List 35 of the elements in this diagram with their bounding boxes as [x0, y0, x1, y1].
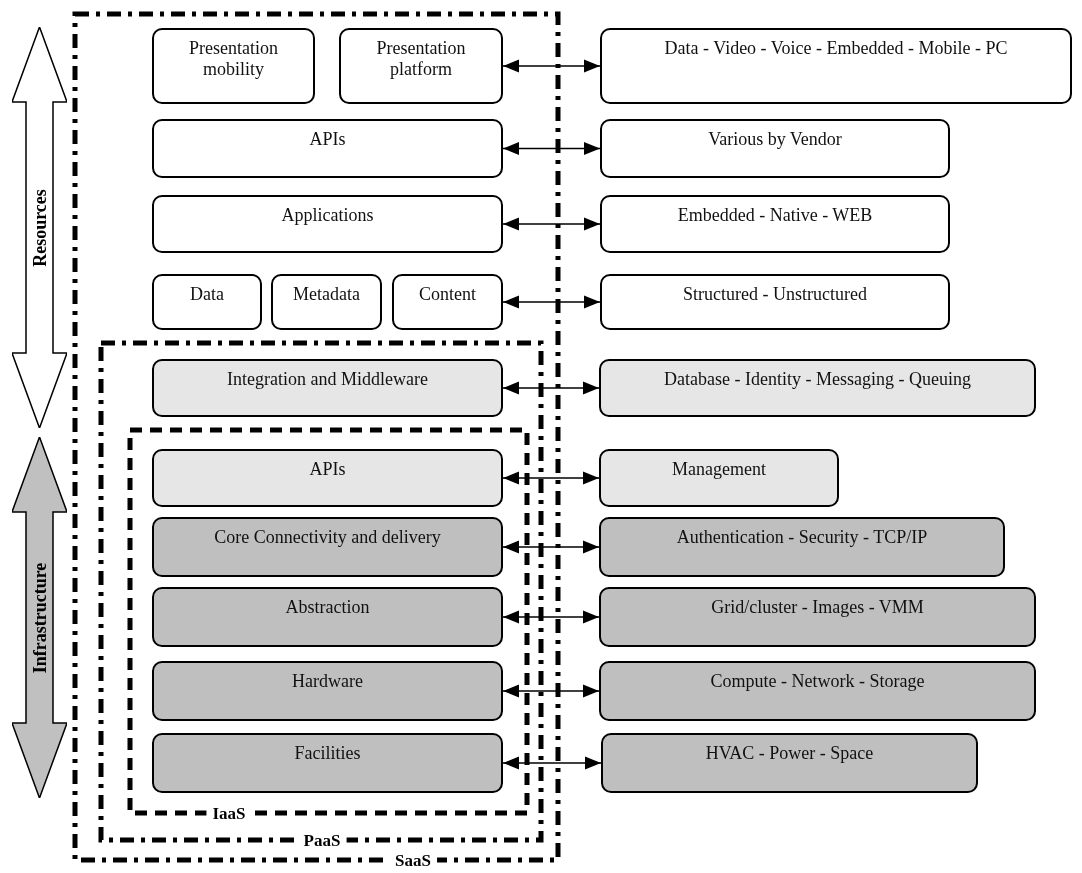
layer-box: Content [392, 274, 503, 330]
layer-box: Data - Video - Voice - Embedded - Mobile - PC [600, 28, 1072, 104]
double-arrow-connector [502, 381, 600, 395]
double-arrow-connector [502, 756, 602, 770]
layer-box: Embedded - Native - WEB [600, 195, 950, 253]
layer-box: Facilities [152, 733, 503, 793]
layer-box: Abstraction [152, 587, 503, 647]
layer-box: Management [599, 449, 839, 507]
layer-box: Integration and Middleware [152, 359, 503, 417]
layer-box: Metadata [271, 274, 382, 330]
double-arrow-connector [502, 540, 600, 554]
double-arrow-connector [502, 295, 601, 309]
layer-box: Presentation mobility [152, 28, 315, 104]
layer-box: Authentication - Security - TCP/IP [599, 517, 1005, 577]
layer-box: Core Connectivity and delivery [152, 517, 503, 577]
layer-box: Data [152, 274, 262, 330]
axis-label: Infrastructure [30, 562, 49, 673]
layer-box: APIs [152, 119, 503, 178]
axis-label: Resources [30, 188, 49, 267]
double-arrow-connector [502, 684, 600, 698]
double-arrow-connector [502, 217, 601, 231]
layer-box: Various by Vendor [600, 119, 950, 178]
double-arrow-connector [502, 471, 600, 485]
layer-box: Database - Identity - Messaging - Queuing [599, 359, 1036, 417]
layer-box: Structured - Unstructured [600, 274, 950, 330]
layer-box: Applications [152, 195, 503, 253]
layer-box: Grid/cluster - Images - VMM [599, 587, 1036, 647]
double-arrow-connector [502, 59, 601, 73]
layer-box: HVAC - Power - Space [601, 733, 978, 793]
double-arrow-connector [502, 610, 600, 624]
layer-box: Hardware [152, 661, 503, 721]
layer-box: APIs [152, 449, 503, 507]
double-arrow-connector [502, 142, 601, 155]
layer-box: Compute - Network - Storage [599, 661, 1036, 721]
layer-box: Presentation platform [339, 28, 503, 104]
